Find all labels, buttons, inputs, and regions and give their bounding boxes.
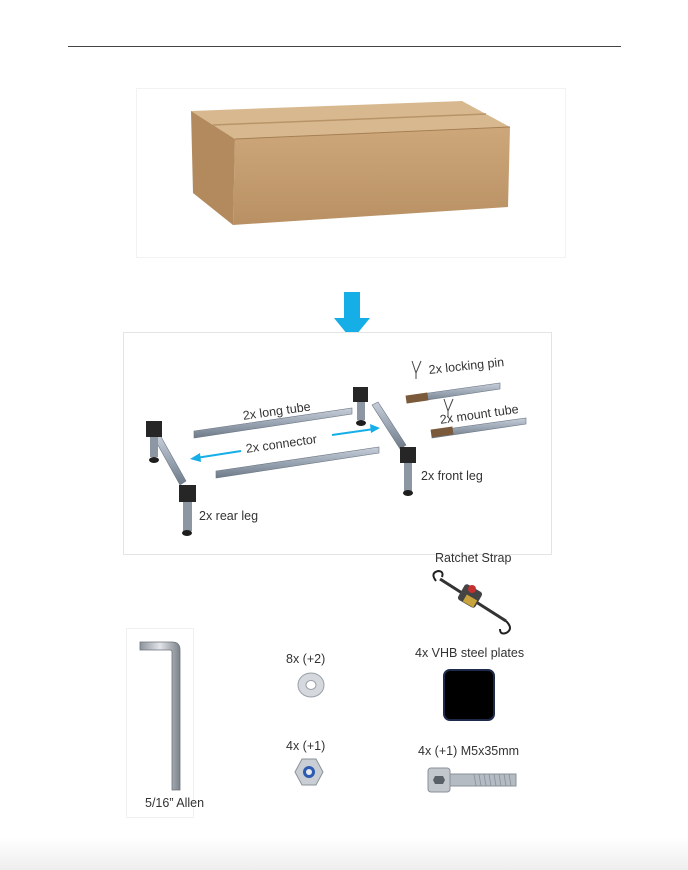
rear-leg-upper — [146, 421, 162, 463]
parts-diagram: 2x locking pin 2x long tube 2x mount tub… — [123, 332, 552, 555]
connector-arrow-left-icon — [190, 450, 242, 462]
long-tube-upper — [193, 407, 353, 439]
middle-leg — [353, 387, 368, 426]
front-leg — [400, 447, 416, 496]
allen-key-panel — [126, 628, 194, 818]
vhb-plates-label: 4x VHB steel plates — [415, 646, 525, 660]
page-bottom-edge — [0, 838, 688, 870]
connector-right — [371, 401, 407, 450]
bolt-image — [427, 767, 517, 793]
long-tube-lower — [215, 446, 380, 479]
rear-leg-lower — [179, 485, 196, 536]
washers-label: 8x (+2) — [286, 652, 326, 666]
allen-key-image — [139, 641, 181, 791]
mount-pin-icon — [443, 398, 454, 417]
nuts-label: 4x (+1) — [286, 739, 326, 753]
ratchet-strap-label: Ratchet Strap — [435, 551, 512, 565]
allen-key-label: 5/16” Allen — [145, 796, 205, 810]
ratchet-strap-image — [432, 569, 511, 635]
label-rear-leg: 2x rear leg — [199, 509, 259, 523]
label-front-leg: 2x front leg — [421, 469, 483, 483]
bolts-label: 4x (+1) M5x35mm — [418, 744, 520, 758]
nut-image — [294, 758, 324, 786]
box-photo — [136, 88, 566, 258]
vhb-plate-image — [443, 669, 495, 721]
top-divider — [68, 46, 621, 47]
locking-pin-icon — [411, 360, 422, 379]
washer-image — [297, 672, 325, 698]
connector-arrow-right-icon — [331, 424, 380, 436]
down-arrow-icon — [334, 292, 370, 340]
